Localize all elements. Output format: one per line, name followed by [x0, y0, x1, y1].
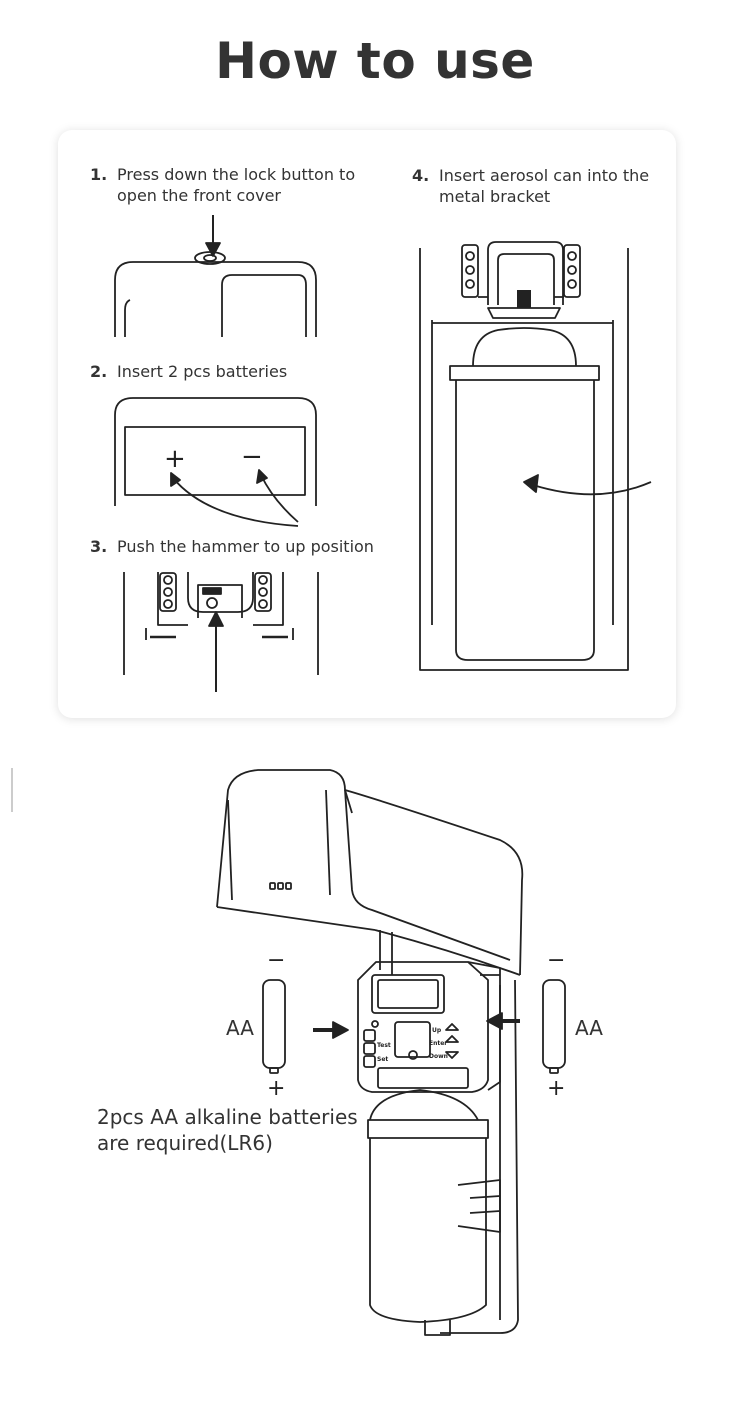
step-number: 3. — [90, 537, 108, 556]
battery-left-plus: + — [267, 1076, 286, 1101]
instructions-card: 1. Press down the lock button to open th… — [58, 130, 676, 718]
step-text: Insert aerosol can into the metal bracke… — [439, 166, 650, 206]
aerosol-bracket-illustration — [419, 241, 629, 671]
step-number: 2. — [90, 362, 108, 381]
hammer-bracket-illustration — [123, 572, 319, 675]
dispenser-housing — [216, 769, 524, 976]
battery-note: 2pcs AA alkaline batteries are required(… — [97, 1105, 358, 1155]
left-arrow-icon — [486, 1012, 520, 1030]
steps-illustration — [114, 215, 652, 692]
battery-left-minus: − — [267, 948, 286, 973]
step-text: Insert 2 pcs batteries — [117, 362, 288, 381]
step-text: Push the hammer to up position — [117, 537, 374, 556]
curved-arrow-icon — [523, 474, 652, 496]
compartment-plus: + — [164, 444, 186, 474]
control-panel — [357, 961, 501, 1093]
battery-compartment-illustration — [114, 397, 317, 506]
curved-arrow-icon — [170, 469, 299, 527]
button-label-test: Test — [377, 1042, 391, 1049]
up-arrow-icon — [208, 611, 224, 692]
step-number: 4. — [412, 166, 430, 185]
step-text: Press down the lock button to open the f… — [117, 165, 356, 205]
page-title: How to use — [215, 32, 535, 90]
battery-right-label: AA — [575, 1016, 603, 1040]
battery-right-icon — [542, 979, 566, 1074]
step-number: 1. — [90, 165, 108, 184]
battery-right-plus: + — [547, 1076, 566, 1101]
right-arrow-icon — [313, 1021, 349, 1039]
down-arrow-icon — [205, 215, 221, 257]
button-label-set: Set — [377, 1056, 388, 1063]
button-label-down: Down — [429, 1053, 448, 1060]
aerosol-can — [367, 1089, 489, 1323]
battery-left-label: AA — [226, 1016, 254, 1040]
battery-right-minus: − — [547, 948, 566, 973]
battery-left-icon — [262, 979, 286, 1074]
compartment-minus: − — [241, 442, 263, 472]
button-label-up: Up — [432, 1027, 442, 1034]
button-label-enter: Enter — [429, 1040, 447, 1047]
